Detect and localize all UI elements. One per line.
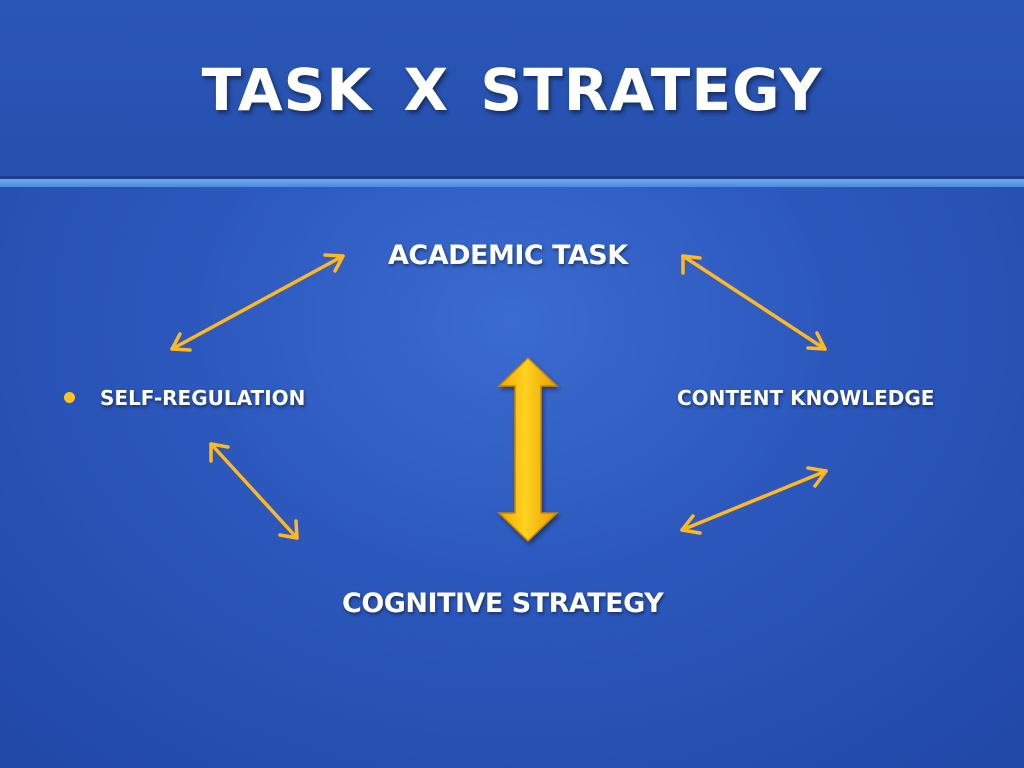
title-band (0, 0, 1024, 178)
arrow-academic-content (681, 254, 827, 351)
title-rule-dark (0, 176, 1024, 179)
title-rule (0, 179, 1024, 187)
bullet-icon (64, 392, 75, 403)
arrow-selfreg-cognitive (209, 442, 299, 540)
arrow-selfreg-academic (170, 253, 345, 352)
node-content-knowledge: CONTENT KNOWLEDGE (677, 386, 935, 410)
arrow-content-cognitive (680, 466, 828, 535)
block-double-arrow (497, 356, 559, 543)
node-cognitive-strategy: COGNITIVE STRATEGY (342, 588, 664, 619)
slide-title: TASK X STRATEGY (201, 56, 823, 124)
node-academic-task: ACADEMIC TASK (388, 240, 628, 271)
node-self-regulation: SELF-REGULATION (100, 386, 306, 410)
